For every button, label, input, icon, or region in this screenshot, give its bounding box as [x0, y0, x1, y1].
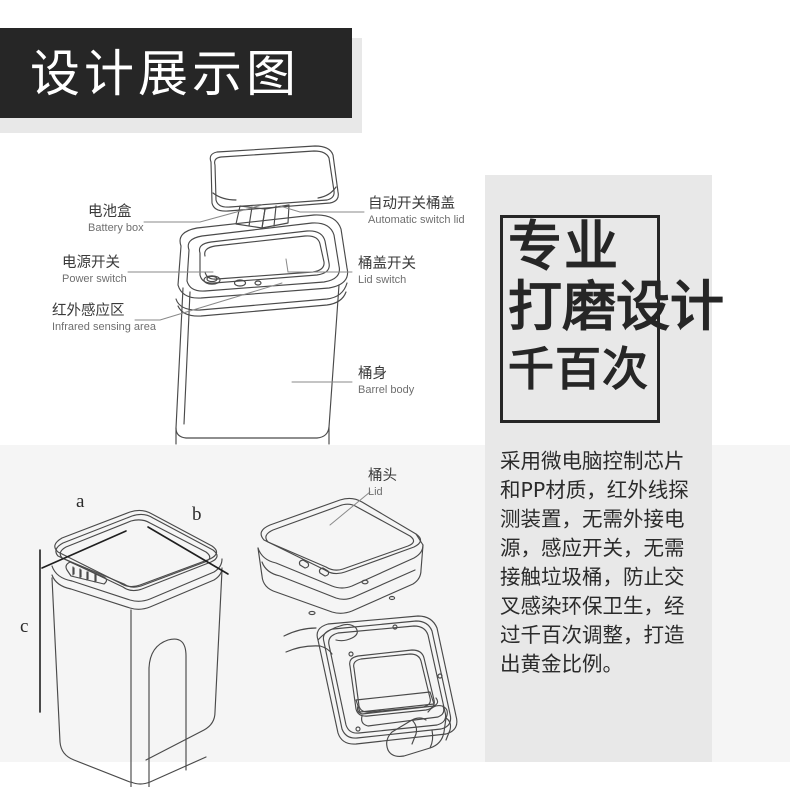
callout-barrel-body: 桶身 Barrel body: [358, 366, 414, 397]
callout-automatic-switch-lid-en: Automatic switch lid: [368, 214, 465, 226]
panel-description-text: 采用微电脑控制芯片和PP材质，红外线探测装置，无需外接电源，感应开关，无需接触垃…: [500, 449, 689, 676]
slogan-line-3: 千百次: [508, 342, 649, 396]
art-barrel-body: [176, 283, 347, 438]
callout-automatic-switch-lid-cn: 自动开关桶盖: [368, 196, 455, 212]
callout-barrel-body-cn: 桶身: [358, 366, 387, 382]
leader-infrared: [135, 283, 282, 320]
callout-battery-box-en: Battery box: [88, 222, 144, 234]
right-side-panel: [485, 175, 712, 762]
callout-power-switch: 电源开关 Power switch: [62, 255, 127, 286]
art-lid-hinge: [236, 205, 289, 228]
callout-battery-box-cn: 电池盒: [88, 204, 132, 220]
dimension-label-c: c: [20, 616, 29, 637]
dimension-label-a: a: [76, 491, 85, 512]
leader-battery-box: [144, 205, 262, 222]
callout-lid-switch: 桶盖开关 Lid switch: [358, 256, 416, 287]
callout-barrel-body-en: Barrel body: [358, 384, 415, 396]
page-title: 设计展示图: [30, 45, 300, 103]
leader-auto-lid: [280, 206, 364, 212]
slogan-block: 专业 打磨设计 千百次: [500, 215, 724, 423]
slogan-line-1: 专业: [508, 215, 620, 278]
callout-battery-box: 电池盒 Battery box: [88, 204, 144, 235]
art-bin-rim: [178, 215, 348, 298]
callout-lid-cn: 桶头: [368, 468, 397, 484]
callout-power-switch-cn: 电源开关: [62, 255, 120, 271]
callout-infrared-sensing-area: 红外感应区 Infrared sensing area: [52, 303, 156, 334]
callout-infrared-sensing-area-cn: 红外感应区: [52, 303, 125, 319]
callout-lid-switch-cn: 桶盖开关: [358, 256, 416, 272]
callout-lid-switch-en: Lid switch: [358, 274, 407, 286]
callout-lid-en: Lid: [368, 486, 383, 498]
header-bar: [0, 28, 352, 118]
slogan-line-2: 打磨设计: [508, 275, 724, 338]
slogan-frame: [500, 215, 660, 423]
art-sensor-details: [204, 276, 261, 286]
callout-power-switch-en: Power switch: [62, 273, 127, 285]
callout-automatic-switch-lid: 自动开关桶盖 Automatic switch lid: [368, 196, 465, 227]
dimension-label-b: b: [192, 504, 202, 525]
callout-infrared-sensing-area-en: Infrared sensing area: [52, 321, 156, 333]
callout-lid: 桶头 Lid: [368, 468, 397, 499]
leader-lid-switch: [286, 259, 352, 272]
art-open-lid: [210, 146, 338, 211]
